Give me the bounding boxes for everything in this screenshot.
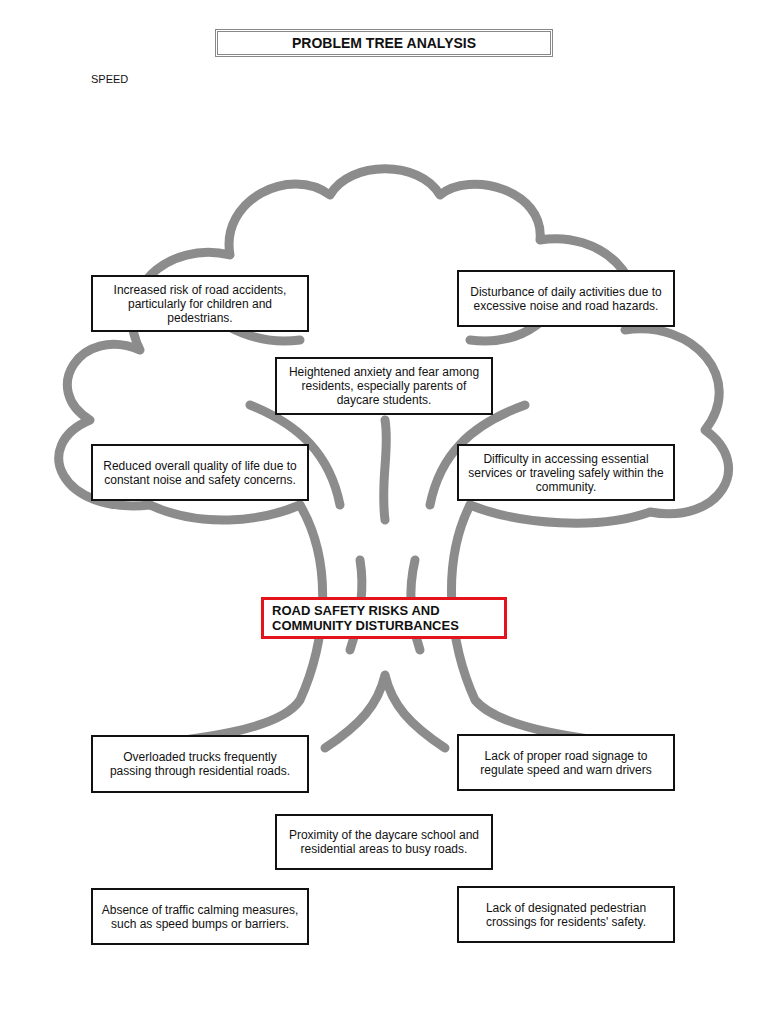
box-text: Overloaded trucks frequently passing thr…	[101, 750, 299, 778]
box-text: Heightened anxiety and fear among reside…	[285, 365, 483, 407]
tree-root	[325, 675, 445, 748]
title: PROBLEM TREE ANALYSIS	[292, 35, 476, 51]
box-text: Absence of traffic calming measures, suc…	[101, 903, 299, 931]
box-text: Difficulty in accessing essential servic…	[467, 452, 665, 494]
box-text: Increased risk of road accidents, partic…	[101, 283, 299, 325]
problem-box: Proximity of the daycare school and resi…	[275, 814, 493, 870]
tree-canopy	[59, 169, 729, 523]
label: SPEED	[91, 73, 128, 85]
tree-branch	[384, 420, 387, 520]
tree-canopy-lower	[150, 505, 300, 520]
box-text: ROAD SAFETY RISKS AND COMMUNITY DISTURBA…	[272, 603, 496, 633]
problem-box: Lack of designated pedestrian crossings …	[457, 886, 675, 943]
box-text: Disturbance of daily activities due to e…	[467, 285, 665, 313]
problem-box: Increased risk of road accidents, partic…	[91, 275, 309, 332]
box-text: Lack of designated pedestrian crossings …	[467, 901, 665, 929]
title-box: PROBLEM TREE ANALYSIS	[215, 29, 553, 57]
problem-box: Reduced overall quality of life due to c…	[91, 444, 309, 501]
problem-box: Overloaded trucks frequently passing thr…	[91, 735, 309, 793]
box-text: Proximity of the daycare school and resi…	[285, 828, 483, 856]
problem-box: Difficulty in accessing essential servic…	[457, 444, 675, 501]
problem-box: Disturbance of daily activities due to e…	[457, 270, 675, 327]
problem-box: Absence of traffic calming measures, suc…	[91, 888, 309, 945]
box-text: Reduced overall quality of life due to c…	[101, 459, 299, 487]
core-problem-box: ROAD SAFETY RISKS AND COMMUNITY DISTURBA…	[261, 597, 507, 639]
box-text: Lack of proper road signage to regulate …	[467, 749, 665, 777]
problem-box: Heightened anxiety and fear among reside…	[275, 357, 493, 415]
problem-box: Lack of proper road signage to regulate …	[457, 734, 675, 791]
